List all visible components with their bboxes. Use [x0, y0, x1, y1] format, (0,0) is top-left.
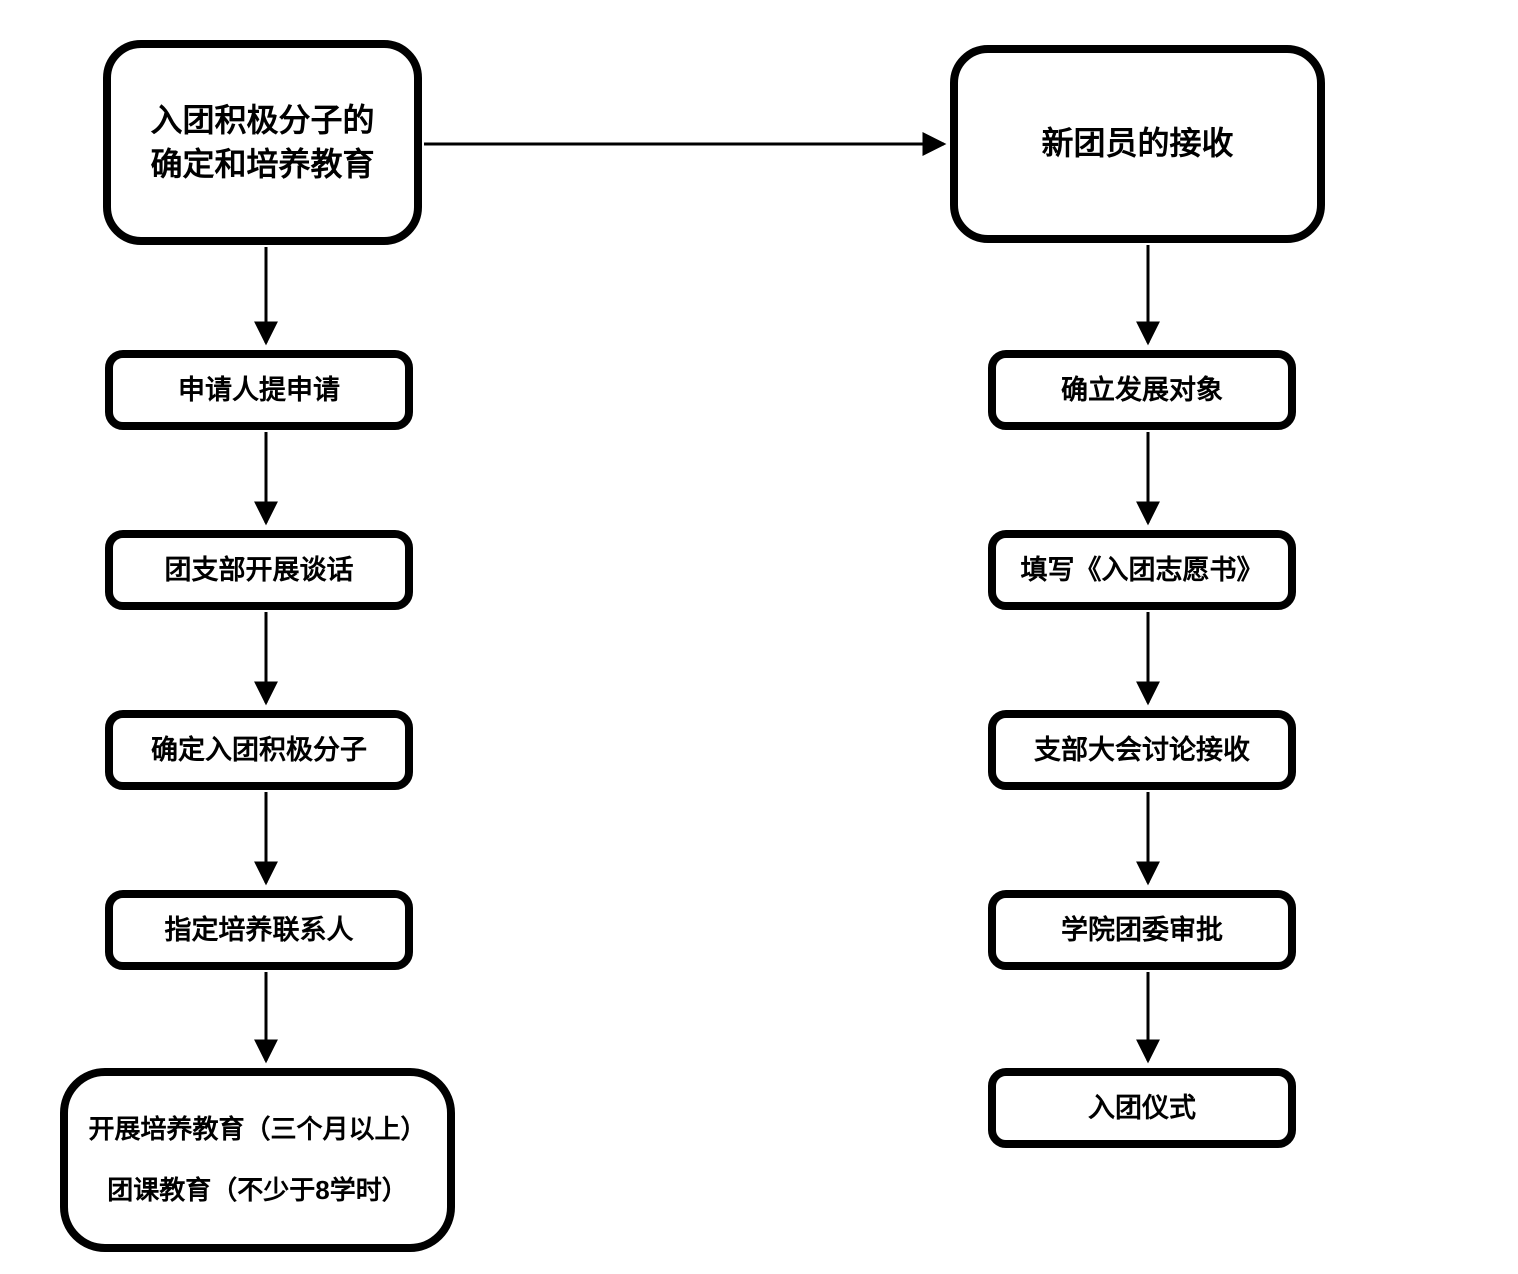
node-left-step-3: 确定入团积极分子 [105, 710, 413, 790]
node-left-step-1: 申请人提申请 [105, 350, 413, 430]
node-right-step-2-label: 填写《入团志愿书》 [1020, 554, 1264, 585]
node-left-final: 开展培养教育（三个月以上） 团课教育（不少于8学时） [60, 1068, 455, 1252]
node-left-step-2-label: 团支部开展谈话 [164, 554, 354, 585]
node-left-step-3-label: 确定入团积极分子 [151, 734, 367, 765]
node-right-step-1: 确立发展对象 [988, 350, 1296, 430]
node-left-header-label: 入团积极分子的确定和培养教育 [150, 102, 375, 182]
node-right-step-5: 入团仪式 [988, 1068, 1296, 1148]
node-left-final-line2: 团课教育（不少于8学时） [107, 1175, 408, 1205]
node-right-step-4-label: 学院团委审批 [1061, 914, 1223, 945]
node-right-step-4: 学院团委审批 [988, 890, 1296, 970]
node-right-header: 新团员的接收 [950, 45, 1325, 243]
node-right-step-2: 填写《入团志愿书》 [988, 530, 1296, 610]
node-right-step-5-label: 入团仪式 [1088, 1092, 1196, 1123]
node-left-final-line1: 开展培养教育（三个月以上） [88, 1113, 427, 1144]
node-right-step-3: 支部大会讨论接收 [988, 710, 1296, 790]
node-left-step-4: 指定培养联系人 [105, 890, 413, 970]
node-left-step-4-label: 指定培养联系人 [164, 914, 354, 945]
node-left-step-2: 团支部开展谈话 [105, 530, 413, 610]
node-right-step-1-label: 确立发展对象 [1061, 374, 1223, 405]
node-left-step-1-label: 申请人提申请 [178, 374, 340, 405]
node-right-header-label: 新团员的接收 [1041, 125, 1234, 162]
node-right-step-3-label: 支部大会讨论接收 [1034, 734, 1250, 765]
node-left-header: 入团积极分子的确定和培养教育 [103, 40, 422, 245]
